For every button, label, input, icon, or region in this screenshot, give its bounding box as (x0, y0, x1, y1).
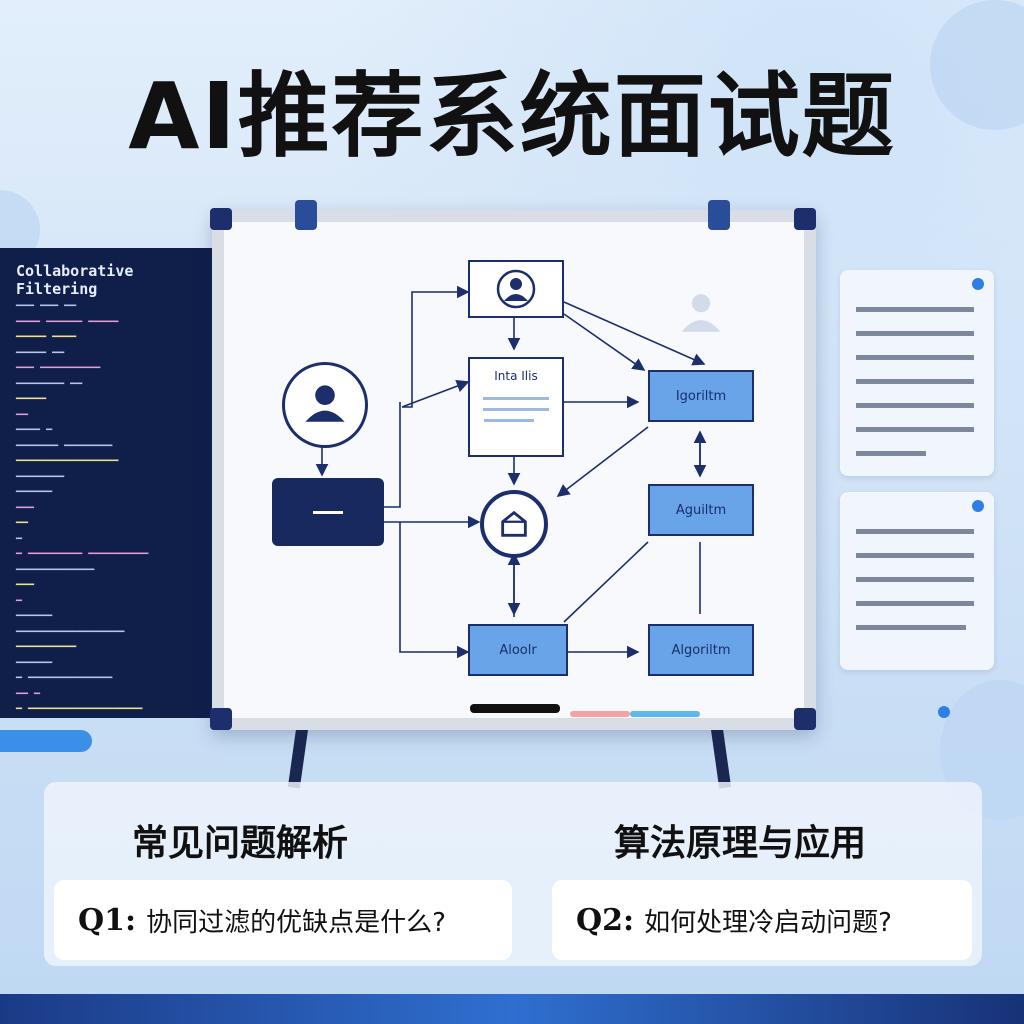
code-line: ▔▔▔▔▔▔▔▔▔▔ (16, 647, 77, 658)
dark-box (272, 478, 384, 546)
bottom-strip (0, 994, 1024, 1024)
diagram-edges (315, 285, 707, 659)
code-line: ▔▔ (16, 414, 29, 426)
board-corner (210, 708, 232, 730)
code-line: ▔▔ ▔ (16, 693, 41, 705)
whiteboard: Inta Ilis Igoriltm Aguiltm Aloolr Algori… (212, 210, 816, 730)
q2-label: Q2: (576, 902, 635, 938)
code-line: ▔▔▔▔▔▔ (16, 492, 53, 503)
code-line: ▔ (16, 600, 23, 612)
page-title: AI推荐系统面试题 (128, 63, 896, 170)
bg-circle-top-right (930, 0, 1024, 130)
algorithm-label: Aloolr (499, 642, 537, 658)
faded-user (672, 282, 730, 340)
code-line: ▔▔▔ (16, 507, 35, 519)
board-corner (794, 208, 816, 230)
doc-box: Inta Ilis (468, 357, 564, 457)
algorithm-label: Igoriltm (675, 388, 727, 404)
code-panel: Collaborative Filtering ▔▔▔ ▔▔▔ ▔▔ ▔▔▔▔ … (0, 248, 212, 718)
code-line: ▔▔▔▔ ▔▔▔▔▔▔ ▔▔▔▔▔ (16, 321, 119, 333)
algorithm-box-upper: Igoriltm (648, 370, 754, 422)
doc-line (483, 408, 549, 411)
code-line: ▔ ▔▔▔▔▔▔▔▔▔▔▔▔▔▔▔▔▔▔▔ (16, 709, 143, 718)
code-line: ▔ (16, 538, 23, 550)
code-line: ▔▔▔▔ ▔ (16, 430, 53, 441)
side-card-bottom (840, 492, 994, 670)
code-title: Collaborative Filtering (16, 262, 134, 298)
code-line: ▔▔ (16, 523, 29, 534)
doc-label: Inta Ilis (494, 369, 538, 383)
code-line: ▔▔▔▔▔▔▔▔▔▔▔▔▔▔▔▔▔ (16, 461, 119, 472)
dot-icon (972, 500, 984, 512)
home-icon (501, 510, 527, 537)
code-line: ▔▔▔ (16, 585, 35, 596)
code-line: ▔▔▔▔▔▔ (16, 616, 53, 627)
code-line: ▔▔▔▔▔ ▔▔▔▔ (16, 337, 77, 348)
side-card-text (856, 307, 980, 456)
code-line: ▔ ▔▔▔▔▔▔▔▔▔▔▔▔▔▔ (16, 678, 113, 689)
question-1[interactable]: Q1: 协同过滤的优缺点是什么? (54, 880, 512, 960)
q1-text: 协同过滤的优缺点是什么? (146, 907, 446, 938)
algorithm-label: Aguiltm (675, 502, 727, 518)
code-line: ▔ ▔▔▔▔▔▔▔▔▔ ▔▔▔▔▔▔▔▔▔▔ (16, 554, 149, 565)
doc-line (484, 419, 534, 422)
user-circle (282, 362, 368, 448)
board-clip (708, 200, 730, 230)
marker-blue (630, 711, 700, 717)
code-line: ▔▔▔▔▔▔▔▔▔▔▔▔▔ (16, 569, 95, 581)
code-line: ▔▔▔▔▔ (16, 399, 47, 410)
user-icon (681, 294, 721, 332)
code-line: ▔▔▔▔▔▔▔▔ ▔▔ (16, 383, 83, 395)
q2-text: 如何处理冷启动问题? (644, 907, 892, 938)
code-line: ▔▔▔ ▔▔▔▔▔▔▔▔▔▔ (16, 368, 101, 379)
blue-dot (938, 706, 950, 718)
right-heading: 算法原理与应用 (614, 823, 867, 864)
code-line: ▔▔▔ ▔▔▔ ▔▔ (16, 306, 77, 317)
user-box-top (468, 260, 564, 318)
accent-bar (0, 730, 92, 752)
question-2[interactable]: Q2: 如何处理冷启动问题? (552, 880, 972, 960)
board-corner (794, 708, 816, 730)
algorithm-label: Algoriltm (671, 642, 731, 658)
board-corner (210, 208, 232, 230)
doc-line (483, 397, 549, 400)
algorithm-box-middle: Aguiltm (648, 484, 754, 536)
code-line: ▔▔▔▔▔▔▔ ▔▔▔▔▔▔▔▔ (16, 445, 113, 457)
left-heading: 常见问题解析 (132, 823, 349, 864)
side-card-top (840, 270, 994, 476)
board-clip (295, 200, 317, 230)
algorithm-box-bottom-right: Algoriltm (648, 624, 754, 676)
code-line: ▔▔▔▔▔ ▔▔ (16, 352, 65, 364)
code-line: ▔▔▔▔▔▔ (16, 662, 53, 674)
home-circle (480, 490, 548, 558)
code-line: ▔▔▔▔▔▔▔▔▔▔▔▔▔▔▔▔▔▔ (16, 631, 125, 643)
marker-black (470, 704, 560, 713)
side-card-text (856, 529, 980, 630)
code-line: ▔▔▔▔▔▔▔▔ (16, 476, 65, 488)
marker-pink (570, 711, 630, 717)
user-icon (496, 269, 536, 309)
dot-icon (972, 278, 984, 290)
dash (313, 510, 343, 514)
q1-label: Q1: (78, 902, 137, 938)
algorithm-box-bottom-left: Aloolr (468, 624, 568, 676)
user-icon (305, 385, 345, 422)
